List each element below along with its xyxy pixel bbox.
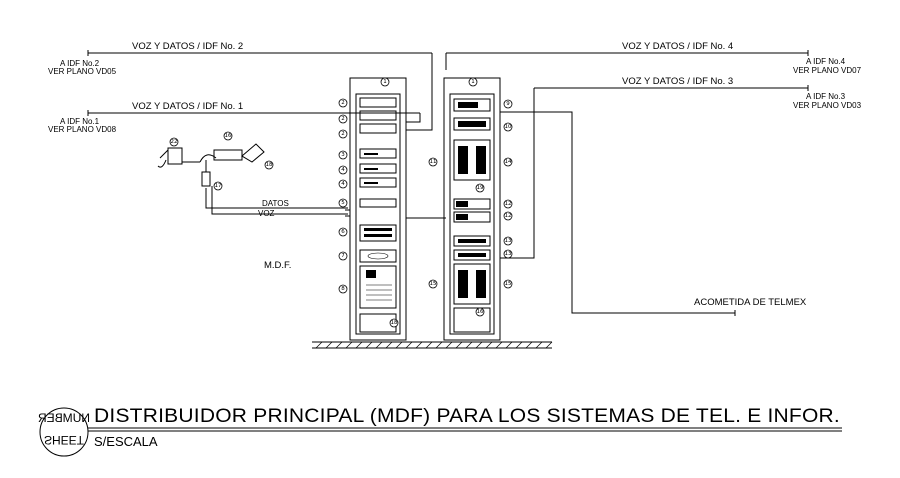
label-mdf: M.D.F.: [264, 260, 291, 271]
ref-idf2-a: A IDF No.2: [60, 59, 100, 68]
sheet-number-stamp: NUMBER SHEET: [38, 407, 90, 457]
label-acometida: ACOMETIDA DE TELMEX: [694, 297, 807, 308]
scale-label: S/ESCALA: [94, 434, 158, 449]
tag-1: 1: [383, 79, 387, 85]
tag-11: 11: [430, 159, 437, 165]
tag-12b: 12: [505, 213, 512, 219]
ref-idf2-b: VER PLANO VD05: [48, 67, 117, 76]
tag-4b: 4: [341, 181, 345, 187]
label-idf4: VOZ Y DATOS / IDF No. 4: [622, 41, 733, 52]
tag-2a: 2: [341, 100, 345, 106]
tag-9: 9: [506, 101, 510, 107]
label-voz: VOZ: [258, 209, 275, 218]
tag-19: 19: [477, 185, 484, 191]
tag-15b: 15: [505, 281, 512, 287]
stamp-top-text: NUMBER: [38, 411, 90, 425]
label-idf2: VOZ Y DATOS / IDF No. 2: [132, 41, 243, 52]
ref-idf1-b: VER PLANO VD08: [48, 125, 117, 134]
tag-1-right: 1: [471, 79, 475, 85]
tag-4a: 4: [341, 167, 345, 173]
ref-idf4-b: VER PLANO VD07: [793, 66, 862, 75]
left-rack: [349, 77, 407, 341]
tag-13a: 13: [505, 238, 512, 244]
ref-idf3-a: A IDF No.3: [806, 92, 846, 101]
fax-machine-icon: [201, 143, 265, 187]
tag-22: 22: [171, 139, 178, 145]
cable-acometida: [500, 111, 735, 314]
tag-13b: 13: [505, 251, 512, 257]
tag-15a: 15: [430, 281, 437, 287]
tag-7: 7: [341, 253, 345, 259]
label-idf3: VOZ Y DATOS / IDF No. 3: [622, 76, 733, 87]
tag-18-fax: 18: [266, 162, 273, 168]
tag-8: 8: [341, 286, 345, 292]
ref-idf1-a: A IDF No.1: [60, 117, 100, 126]
ref-idf3-b: VER PLANO VD03: [793, 101, 862, 110]
page-title: DISTRIBUIDOR PRINCIPAL (MDF) PARA LOS SI…: [94, 406, 840, 427]
tag-2b: 2: [341, 116, 345, 122]
tag-5: 5: [341, 200, 345, 206]
tag-17: 17: [215, 183, 222, 189]
tag-3: 3: [341, 152, 345, 158]
tag-10: 10: [505, 124, 512, 130]
tag-12a: 12: [505, 201, 512, 207]
label-idf1: VOZ Y DATOS / IDF No. 1: [132, 101, 243, 112]
ref-idf4-a: A IDF No.4: [806, 57, 846, 66]
label-datos: DATOS: [262, 199, 289, 208]
tag-6: 6: [341, 229, 345, 235]
tag-16: 16: [477, 309, 484, 315]
telephone-icon: [157, 147, 217, 168]
tag-18: 18: [391, 320, 398, 326]
tag-14: 14: [505, 159, 512, 165]
floor-hatch: [315, 341, 553, 349]
tag-16-fax: 16: [225, 133, 232, 139]
tag-2c: 2: [341, 131, 345, 137]
stamp-bottom-text: SHEET: [44, 433, 85, 447]
